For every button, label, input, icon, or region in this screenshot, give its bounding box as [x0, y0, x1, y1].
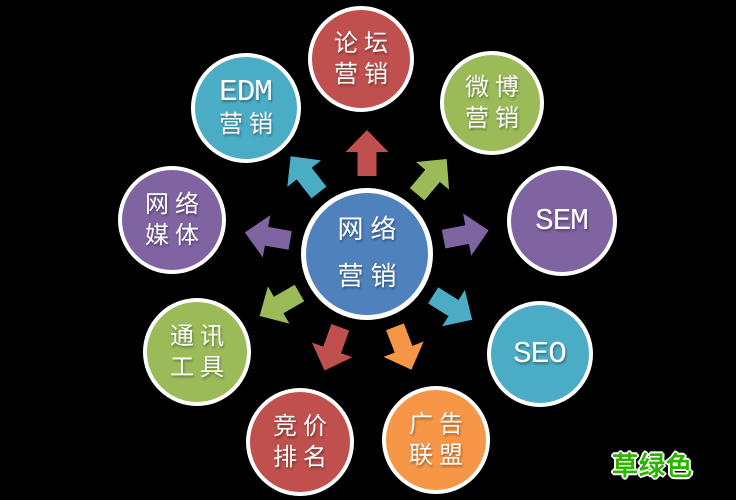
arrow-edm-marketing	[287, 156, 327, 199]
arrow-shape-seo	[428, 287, 473, 327]
node-label: 联盟	[409, 441, 469, 469]
arrow-shape-forum-marketing	[345, 130, 389, 176]
node-label: 排名	[273, 443, 333, 471]
node-label: 论坛	[334, 29, 394, 57]
node-label: EDM	[219, 75, 273, 110]
node-sem: SEM	[507, 166, 617, 276]
arrow-shape-weibo-marketing	[409, 159, 450, 201]
arrow-sem	[441, 213, 489, 256]
arrow-network-media	[244, 215, 292, 258]
arrow-shape-communication-tools	[259, 284, 305, 324]
arrow-shape-ad-alliance	[383, 323, 424, 370]
node-label: 网络	[337, 215, 404, 245]
arrow-shape-bid-ranking	[311, 324, 353, 371]
node-bid-ranking: 竞价排名	[246, 388, 354, 496]
watermark-text: 草绿色	[612, 452, 694, 482]
node-label: 营销	[219, 110, 279, 138]
arrow-shape-network-media	[244, 215, 292, 258]
node-label: 网络	[145, 190, 205, 218]
arrow-shape-sem	[441, 213, 489, 256]
arrow-communication-tools	[259, 284, 305, 324]
arrow-shape-edm-marketing	[287, 156, 327, 199]
node-label: 营销	[465, 104, 525, 132]
arrow-weibo-marketing	[409, 159, 450, 201]
node-label: SEO	[513, 336, 567, 372]
node-label: 微博	[465, 73, 525, 101]
node-label: 媒体	[145, 221, 205, 249]
node-label: 营销	[334, 60, 394, 88]
node-weibo-marketing: 微博营销	[440, 51, 544, 155]
arrow-seo	[428, 287, 473, 327]
node-forum-marketing: 论坛营销	[308, 6, 414, 112]
arrow-forum-marketing	[345, 130, 389, 176]
node-label: 广告	[409, 410, 469, 438]
arrow-bid-ranking	[311, 324, 353, 371]
node-label: 通讯	[170, 322, 230, 350]
node-label: SEM	[535, 203, 589, 239]
node-seo: SEO	[487, 301, 593, 407]
node-network-media: 网络媒体	[118, 166, 226, 274]
node-label: 营销	[337, 262, 404, 292]
node-label: 工具	[170, 353, 230, 381]
node-ad-alliance: 广告联盟	[382, 386, 490, 494]
arrow-ad-alliance	[383, 323, 424, 370]
center-node-network-marketing: 网络营销	[301, 188, 433, 320]
node-communication-tools: 通讯工具	[143, 298, 251, 406]
node-label: 竞价	[273, 412, 333, 440]
